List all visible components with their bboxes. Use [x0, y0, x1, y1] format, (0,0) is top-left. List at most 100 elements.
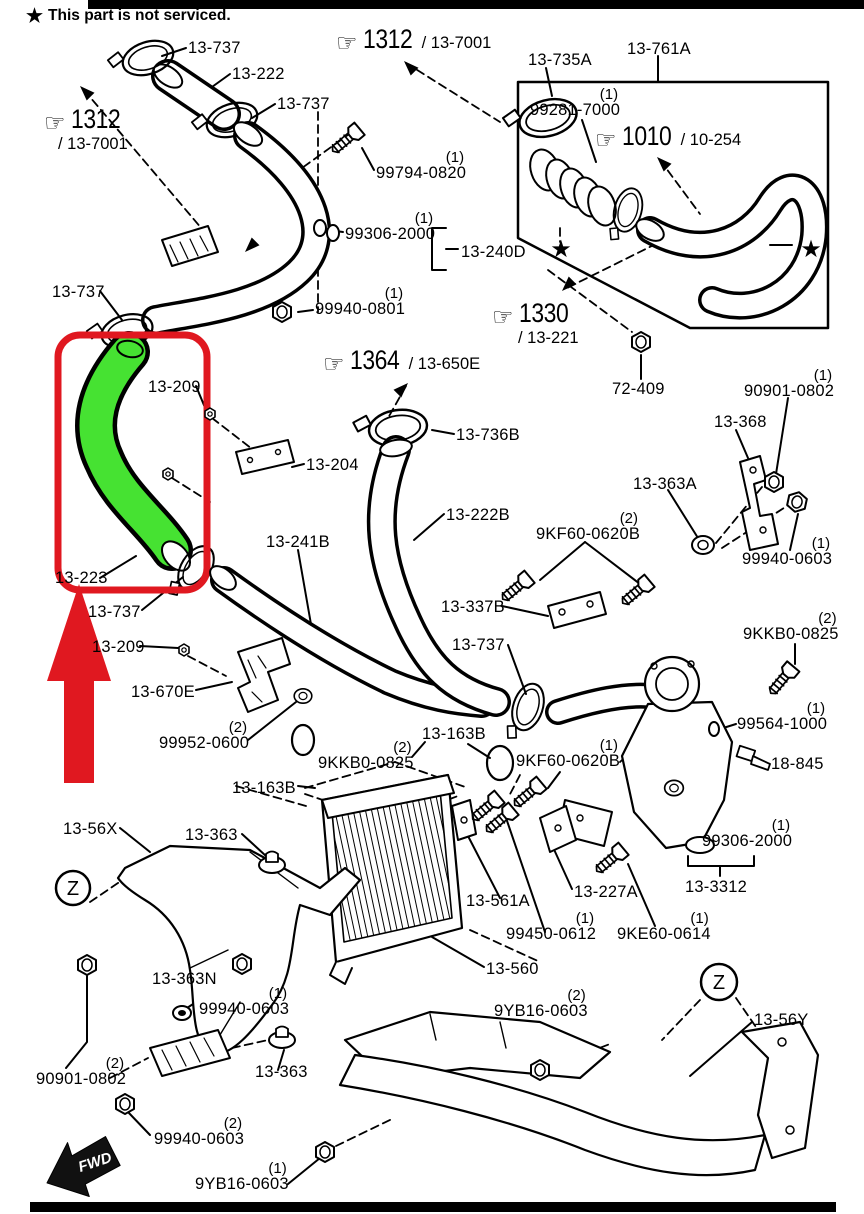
part-label-13-560: 13-560: [486, 960, 539, 978]
o-ring-9KKB0-0825: [290, 723, 316, 757]
part-label-13-561A: 13-561A: [466, 892, 530, 910]
pointing-hand-icon: ☞: [492, 304, 514, 331]
pointing-hand-icon: ☞: [44, 110, 66, 137]
fwd-direction-arrow: FWD: [46, 1136, 121, 1198]
part-label-13-222: 13-222: [232, 65, 285, 83]
part-label-13-204: 13-204: [306, 456, 359, 474]
pipe-bracket: [161, 225, 219, 267]
part-label-13-337B: 13-337B: [441, 598, 505, 616]
part-label-18-845: 18-845: [771, 755, 824, 773]
bolt-9KKB0-0825: [763, 660, 801, 700]
bracket-13-227A: [539, 805, 577, 853]
part-label-9KKB0-0825: (2)9KKB0-0825: [743, 610, 839, 643]
part-label-13-241B: 13-241B: [266, 533, 330, 551]
bolt-9KE60-0614: [590, 841, 630, 879]
part-label-90901-0802: (2)90901-0802: [36, 1055, 127, 1088]
part-label-13-736B: 13-736B: [456, 426, 520, 444]
part-label-13-363: 13-363: [185, 826, 238, 844]
part-label-13-223: 13-223: [55, 569, 108, 587]
washer-99306-2000: [663, 779, 685, 797]
highlighted-hose-13-223: [75, 331, 223, 608]
hose-clamp-13-737: [501, 678, 551, 747]
bracket-90901-0802: [149, 1029, 231, 1077]
air-duct-box-13-761A: ★ ★: [500, 80, 830, 330]
callout-1312-left: ☞1312/ 13-7001: [44, 104, 128, 153]
part-label-99450-0612: (1)99450-0612: [506, 910, 597, 943]
bracket-13-368: [739, 455, 779, 551]
part-label-13-761A: 13-761A: [627, 40, 691, 58]
bolt-99794-0820: [326, 121, 366, 159]
nut-9YB16-0603: [315, 1141, 335, 1163]
air-duct-13-56X: [116, 844, 362, 1055]
sensor-18-845: [735, 744, 771, 771]
zone-marker-z-left: Z: [54, 869, 92, 907]
pipe-13-241B: [209, 565, 496, 718]
top-border-bar: [88, 0, 864, 9]
part-label-99281-7000: (1)99281-7000: [530, 86, 621, 119]
grommet-13-363A: [691, 535, 715, 555]
part-label-13-737: 13-737: [88, 603, 141, 621]
part-label-99940-0801: (1)99940-0801: [315, 285, 406, 318]
part-label-9KKB0-0825: (2)9KKB0-0825: [318, 739, 414, 772]
star-icon: ★: [26, 6, 44, 27]
part-label-13-209: 13-209: [148, 378, 201, 396]
bolt-9KF60-0620B: [508, 775, 548, 813]
part-label-9YB16-0603: (2)9YB16-0603: [494, 987, 588, 1020]
manifold-13-3312: [545, 655, 771, 854]
part-label-13-227A: 13-227A: [574, 883, 638, 901]
washers-99306-2000: [313, 219, 340, 242]
part-label-13-670E: 13-670E: [131, 683, 195, 701]
bracket-13-204: [235, 439, 295, 475]
part-label-9YB16-0603: (1)9YB16-0603: [195, 1160, 289, 1193]
grommet-99952-0600: [293, 687, 313, 705]
intercooler-13-560: [320, 773, 464, 985]
part-label-99306-2000: (1)99306-2000: [702, 817, 793, 850]
svg-text:Z: Z: [67, 878, 79, 900]
callout-1312-top: ☞1312/ 13-7001: [336, 24, 492, 57]
part-label-13-3312: 13-3312: [685, 878, 747, 896]
pointing-hand-icon: ☞: [323, 351, 345, 378]
part-label-13-240D: 13-240D: [461, 243, 526, 261]
part-label-13-363: 13-363: [255, 1063, 308, 1081]
nut-99940-0603: [785, 489, 809, 515]
zone-marker-z-right: Z: [699, 962, 739, 1002]
nut-90901-0802: [764, 471, 784, 493]
part-label-13-56X: 13-56X: [63, 820, 118, 838]
not-serviced-star-icon: ★: [550, 236, 572, 263]
nut: [77, 954, 97, 976]
stud-13-209: [178, 643, 190, 657]
not-serviced-star-icon: ★: [800, 236, 822, 263]
nut-72-409: [631, 331, 651, 353]
part-label-13-209: 13-209: [92, 638, 145, 656]
nut-99940-0801: [272, 301, 292, 323]
callout-1010: ☞1010/ 10-254: [595, 121, 742, 154]
part-label-99940-0603: (1)99940-0603: [199, 985, 290, 1018]
part-label-99940-0603: (2)99940-0603: [154, 1115, 245, 1148]
stud-13-209: [162, 467, 174, 481]
grommet-13-363N: [172, 1005, 192, 1021]
part-label-13-368: 13-368: [714, 413, 767, 431]
bracket-13-670E: [237, 637, 291, 713]
part-label-9KF60-0620B: (2)9KF60-0620B: [536, 510, 641, 543]
part-label-13-363N: 13-363N: [152, 970, 217, 988]
part-label-13-222B: 13-222B: [446, 506, 510, 524]
part-label-99306-2000: (1)99306-2000: [345, 210, 436, 243]
part-label-13-737: 13-737: [52, 283, 105, 301]
part-label-9KE60-0614: (1)9KE60-0614: [617, 910, 711, 943]
part-label-13-56Y: 13-56Y: [754, 1011, 809, 1029]
nut-99940-0603: [232, 953, 252, 975]
pointing-hand-icon: ☞: [595, 127, 617, 154]
pointing-hand-icon: ☞: [336, 30, 358, 57]
part-label-72-409: 72-409: [612, 380, 665, 398]
o-ring-13-163B: [485, 744, 515, 782]
not-serviced-note: ★This part is not serviced.: [26, 5, 231, 28]
part-label-13-737: 13-737: [188, 39, 241, 57]
stud-13-209: [204, 407, 216, 421]
resonator-99281-7000: [529, 148, 617, 227]
part-label-13-737: 13-737: [277, 95, 330, 113]
callout-1330: ☞1330/ 13-221: [492, 298, 579, 347]
bracket-13-561A: [451, 799, 477, 841]
highlight-box: [54, 331, 211, 594]
part-label-13-163B: 13-163B: [232, 779, 296, 797]
